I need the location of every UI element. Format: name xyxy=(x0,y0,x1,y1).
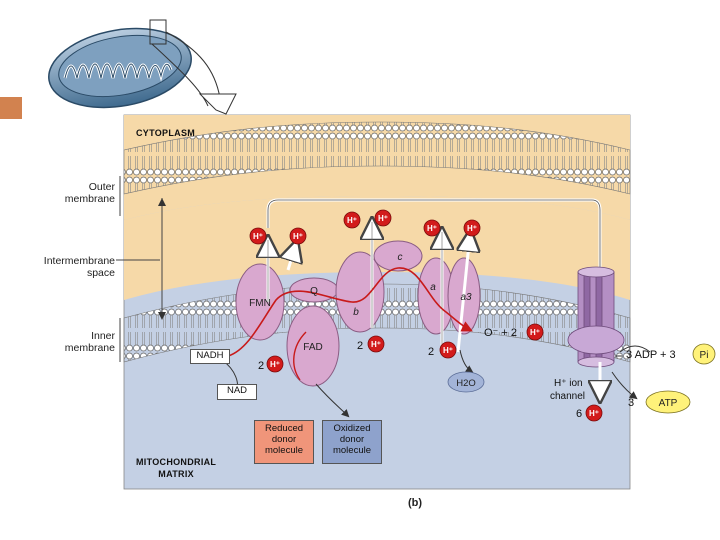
svg-text:H⁺: H⁺ xyxy=(378,214,388,223)
figure-caption: (b) xyxy=(408,497,423,509)
h2o-label: H2O xyxy=(456,378,476,389)
atp-synthase xyxy=(567,266,625,368)
electron-path xyxy=(227,267,473,357)
fad-label: FAD xyxy=(303,342,322,353)
pi-label: Pi xyxy=(700,350,709,361)
fmn-label: FMN xyxy=(249,298,271,309)
h-ion-label-2: channel xyxy=(550,391,585,402)
fmn-complex xyxy=(235,263,285,341)
mitochondrion-illustration xyxy=(48,19,237,115)
svg-text:H⁺: H⁺ xyxy=(467,224,477,233)
atp-bubble xyxy=(645,390,691,414)
proton-2: H⁺ xyxy=(289,227,307,245)
cytoplasm-label: CYTOPLASM xyxy=(136,128,196,138)
coef-atp-synthase: 6 xyxy=(576,408,582,420)
svg-text:H⁺: H⁺ xyxy=(347,216,357,225)
proton-4: H⁺ xyxy=(374,209,392,227)
c-complex xyxy=(373,240,423,272)
svg-text:H⁺: H⁺ xyxy=(270,360,280,369)
proton-10: H⁺ xyxy=(526,323,544,341)
svg-text:H⁺: H⁺ xyxy=(427,224,437,233)
coef-b: 2 xyxy=(357,340,363,352)
c-label: c xyxy=(398,252,403,263)
proton-8: H⁺ xyxy=(367,335,385,353)
accent-bar xyxy=(0,97,22,119)
oxygen-equation: O⁻ + 2 xyxy=(484,327,517,339)
proton-7: H⁺ xyxy=(266,355,284,373)
b-label: b xyxy=(353,307,359,318)
svg-text:H⁺: H⁺ xyxy=(371,340,381,349)
fad-complex xyxy=(286,305,340,387)
svg-text:H⁺: H⁺ xyxy=(293,232,303,241)
protons: H⁺ H⁺ H⁺ H⁺ H⁺ H⁺ H⁺ H⁺ H⁺ H⁺ H⁺ xyxy=(249,209,603,422)
outer-membrane xyxy=(123,121,631,195)
proton-9: H⁺ xyxy=(439,341,457,359)
proton-6: H⁺ xyxy=(463,219,481,237)
h2o-bubble xyxy=(447,371,485,393)
proton-11: H⁺ xyxy=(585,404,603,422)
svg-text:H⁺: H⁺ xyxy=(443,346,453,355)
atp-label: ATP xyxy=(659,398,678,409)
pi-bubble xyxy=(692,343,716,365)
a3-label: a3 xyxy=(460,292,472,303)
coef-fmn: 2 xyxy=(258,360,264,372)
coef-a: 2 xyxy=(428,346,434,358)
proton-5: H⁺ xyxy=(423,219,441,237)
proton-1: H⁺ xyxy=(249,227,267,245)
atp-coefficient: 3 xyxy=(628,397,634,409)
svg-text:H⁺: H⁺ xyxy=(589,409,599,418)
adp-equation: 3 ADP + 3 xyxy=(626,349,676,361)
h-ion-label-1: H⁺ ion xyxy=(554,378,583,389)
nadh-box: NADH xyxy=(190,349,230,364)
svg-text:H⁺: H⁺ xyxy=(530,328,540,337)
proton-3: H⁺ xyxy=(343,211,361,229)
nad-box: NAD xyxy=(217,384,257,400)
svg-text:H⁺: H⁺ xyxy=(253,232,263,241)
q-label: Q xyxy=(310,286,318,297)
a-label: a xyxy=(430,282,436,293)
b-complex xyxy=(335,251,385,333)
